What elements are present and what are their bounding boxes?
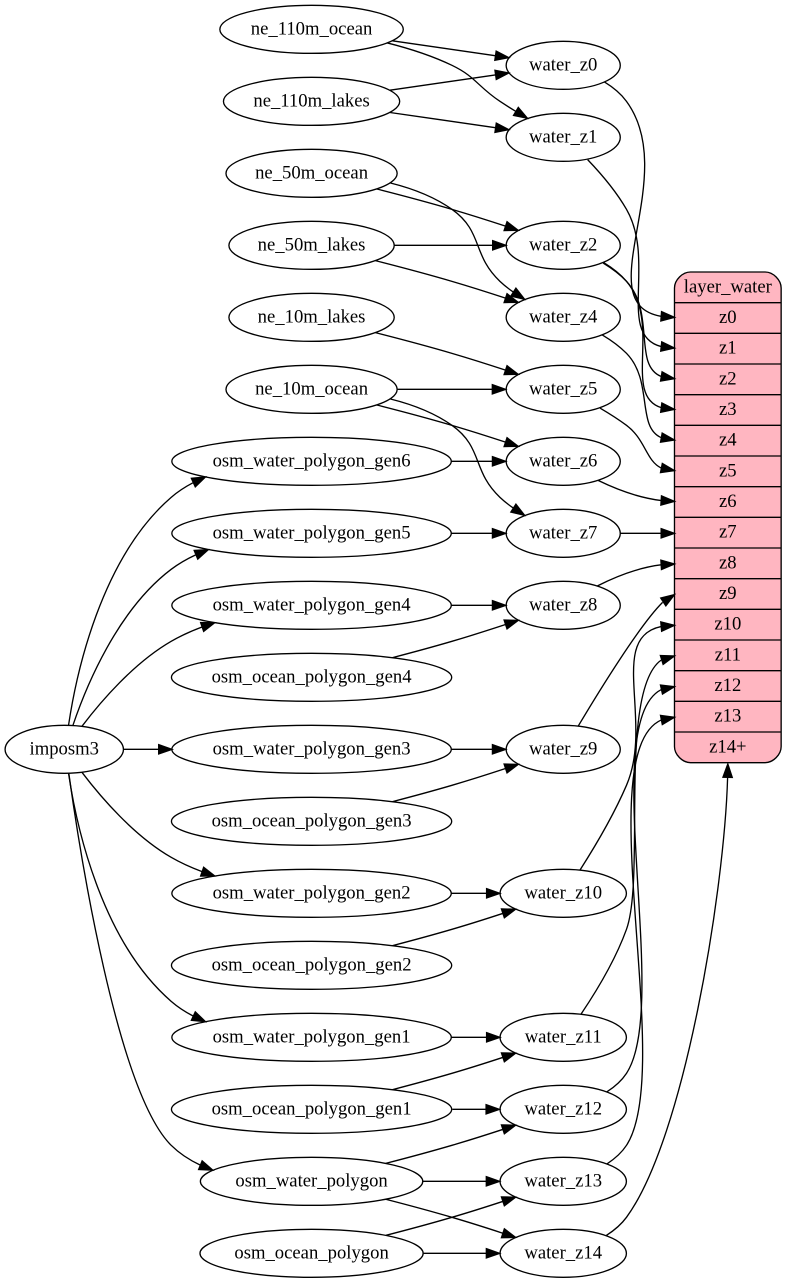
svg-text:layer_water: layer_water (684, 276, 773, 297)
svg-text:osm_ocean_polygon_gen4: osm_ocean_polygon_gen4 (212, 666, 413, 687)
svg-text:water_z4: water_z4 (529, 306, 598, 327)
svg-text:z8: z8 (719, 552, 737, 573)
svg-text:z14+: z14+ (709, 736, 746, 757)
svg-text:ne_50m_lakes: ne_50m_lakes (258, 234, 366, 255)
svg-text:water_z12: water_z12 (524, 1098, 602, 1119)
svg-text:osm_water_polygon: osm_water_polygon (235, 1170, 388, 1191)
svg-text:osm_ocean_polygon_gen3: osm_ocean_polygon_gen3 (212, 810, 412, 831)
svg-text:ne_10m_ocean: ne_10m_ocean (255, 378, 369, 399)
svg-text:ne_50m_ocean: ne_50m_ocean (255, 162, 369, 183)
svg-text:water_z11: water_z11 (525, 1026, 602, 1047)
svg-text:water_z10: water_z10 (524, 882, 602, 903)
svg-text:osm_water_polygon_gen5: osm_water_polygon_gen5 (213, 522, 411, 543)
svg-text:osm_water_polygon_gen1: osm_water_polygon_gen1 (213, 1026, 411, 1047)
svg-text:water_z1: water_z1 (529, 126, 597, 147)
svg-text:z10: z10 (714, 614, 741, 635)
svg-text:ne_110m_ocean: ne_110m_ocean (251, 18, 373, 39)
svg-text:z1: z1 (719, 338, 737, 359)
svg-text:z12: z12 (714, 675, 741, 696)
svg-text:osm_water_polygon_gen2: osm_water_polygon_gen2 (213, 882, 411, 903)
svg-text:z6: z6 (719, 491, 737, 512)
svg-text:water_z8: water_z8 (529, 594, 597, 615)
svg-text:z5: z5 (719, 460, 737, 481)
svg-text:osm_ocean_polygon: osm_ocean_polygon (234, 1242, 389, 1263)
svg-text:ne_110m_lakes: ne_110m_lakes (253, 90, 369, 111)
svg-text:osm_ocean_polygon_gen2: osm_ocean_polygon_gen2 (212, 954, 412, 975)
svg-text:water_z7: water_z7 (529, 522, 597, 543)
svg-text:ne_10m_lakes: ne_10m_lakes (258, 306, 366, 327)
svg-text:osm_water_polygon_gen4: osm_water_polygon_gen4 (213, 594, 412, 615)
svg-text:water_z5: water_z5 (529, 378, 597, 399)
svg-text:water_z9: water_z9 (529, 738, 597, 759)
svg-text:water_z14: water_z14 (524, 1242, 602, 1263)
svg-text:z11: z11 (715, 644, 741, 665)
svg-text:osm_ocean_polygon_gen1: osm_ocean_polygon_gen1 (212, 1098, 412, 1119)
svg-text:osm_water_polygon_gen3: osm_water_polygon_gen3 (213, 738, 411, 759)
svg-text:water_z0: water_z0 (529, 54, 597, 75)
svg-text:z9: z9 (719, 583, 737, 604)
svg-text:z7: z7 (719, 522, 737, 543)
svg-text:osm_water_polygon_gen6: osm_water_polygon_gen6 (213, 450, 411, 471)
svg-text:water_z13: water_z13 (524, 1170, 602, 1191)
svg-text:z13: z13 (714, 706, 741, 727)
svg-text:z0: z0 (719, 307, 737, 328)
svg-text:z2: z2 (719, 368, 737, 389)
svg-text:z4: z4 (719, 430, 737, 451)
svg-text:water_z6: water_z6 (529, 450, 597, 471)
svg-text:imposm3: imposm3 (30, 738, 99, 759)
svg-text:z3: z3 (719, 399, 737, 420)
svg-text:water_z2: water_z2 (529, 234, 597, 255)
